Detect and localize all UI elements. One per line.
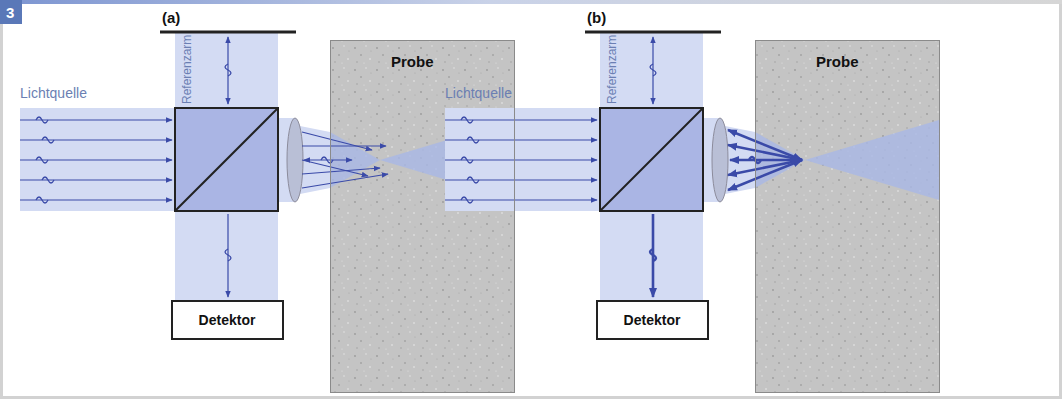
source-label: Lichtquelle xyxy=(445,86,512,100)
light-ray xyxy=(304,159,352,160)
node-text: Probe xyxy=(756,41,939,70)
interferometer-panel xyxy=(445,32,940,393)
detector-box: Detektor xyxy=(171,300,284,340)
sample-body xyxy=(755,40,940,393)
source-label: Lichtquelle xyxy=(20,86,87,100)
interferometer-panel xyxy=(20,32,515,393)
wave-packet xyxy=(225,64,231,76)
light-ray xyxy=(728,130,802,160)
wave-packet xyxy=(461,157,473,163)
wave-packet xyxy=(321,157,333,163)
detector-box: Detektor xyxy=(596,300,709,340)
lens xyxy=(712,118,728,202)
figure-number-box xyxy=(0,0,22,24)
node-text: Probe xyxy=(331,41,514,70)
wave-packet xyxy=(36,117,48,123)
source-beam xyxy=(445,108,600,211)
splitter-diagonal xyxy=(175,108,278,211)
beam-splitter xyxy=(600,108,703,211)
panel-letter: (b) xyxy=(587,10,606,25)
node-text: Detektor xyxy=(624,312,681,328)
wave-packet xyxy=(461,197,473,203)
arm-label: Referenzarm xyxy=(606,35,618,104)
beam-splitter xyxy=(175,108,278,211)
arm-label: Referenzarm xyxy=(181,35,193,104)
light-ray xyxy=(728,160,802,175)
source-beam xyxy=(20,108,175,211)
wave-packet xyxy=(650,249,656,261)
wave-packet xyxy=(42,177,54,183)
wave-packet xyxy=(42,137,54,143)
reference-mirror xyxy=(585,31,721,34)
diverging-cone xyxy=(805,120,939,200)
light-ray xyxy=(728,145,802,160)
reference-beam xyxy=(175,32,278,300)
node-text: Detektor xyxy=(199,312,256,328)
wave-packet xyxy=(467,137,479,143)
wave-packet xyxy=(650,64,656,76)
sample-body xyxy=(330,40,515,393)
light-ray xyxy=(302,145,386,146)
light-ray xyxy=(302,174,388,188)
top-bar xyxy=(22,0,1062,4)
wave-packet xyxy=(461,117,473,123)
reference-mirror xyxy=(160,31,296,34)
figure-number: 3 xyxy=(6,5,14,20)
sample-block: Probe xyxy=(755,40,940,393)
wave-packet xyxy=(467,177,479,183)
wave-packet xyxy=(225,249,231,261)
lens xyxy=(287,118,303,202)
light-ray xyxy=(730,159,801,162)
splitter-diagonal xyxy=(600,108,703,211)
light-ray xyxy=(302,160,368,176)
panel-letter: (a) xyxy=(162,10,180,25)
light-ray xyxy=(728,160,802,190)
light-ray xyxy=(302,132,372,150)
reference-beam xyxy=(600,32,703,300)
wave-packet xyxy=(36,197,48,203)
wave-packet xyxy=(36,157,48,163)
